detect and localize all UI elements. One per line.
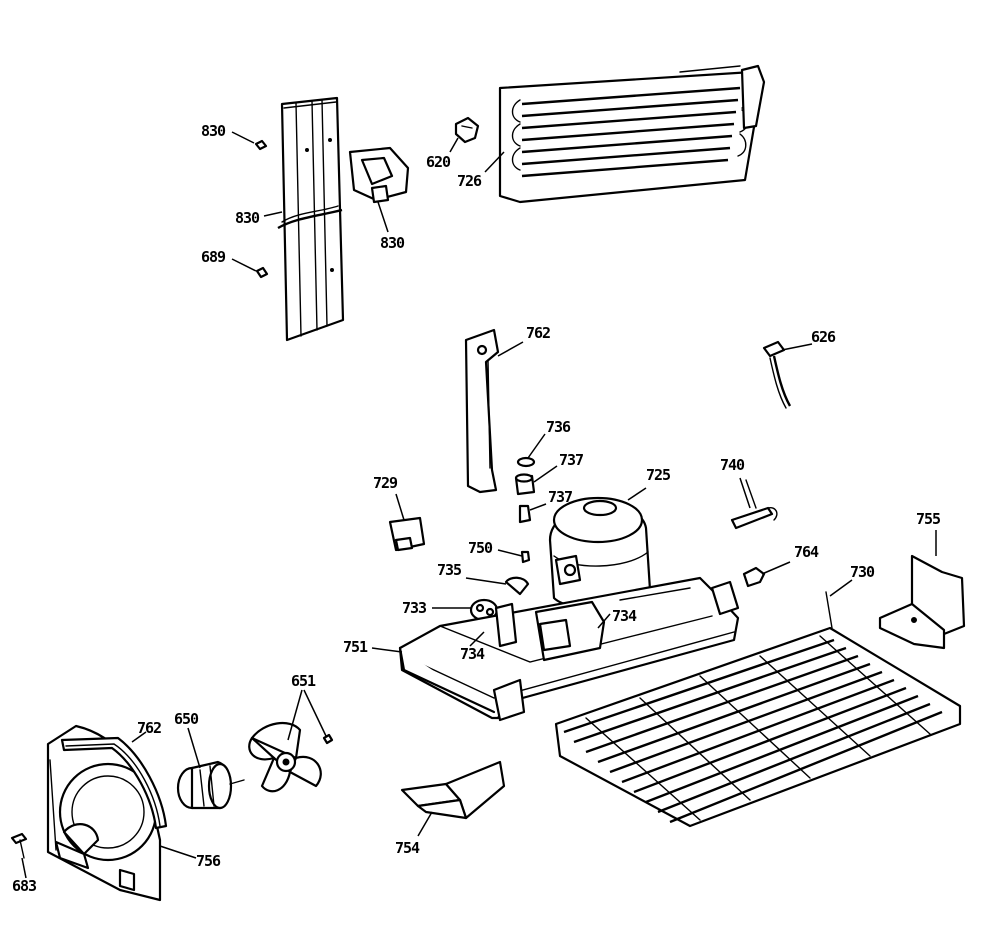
- part-735: [504, 576, 530, 596]
- label-830-a: 830: [201, 122, 226, 140]
- bracket-762-bottom: [60, 736, 168, 830]
- vertical-channel: [277, 96, 345, 342]
- label-651: 651: [291, 672, 316, 690]
- base-pan-751: [398, 576, 740, 722]
- fan-blade-651: [248, 721, 334, 793]
- label-830-b: 830: [235, 209, 260, 227]
- label-725: 725: [646, 466, 671, 484]
- bracket-830: [348, 146, 410, 204]
- label-830-c: 830: [380, 234, 405, 252]
- evaporator-coil-726: [498, 64, 766, 204]
- fan-motor-650: [176, 760, 245, 810]
- bracket-762-top: [464, 328, 500, 494]
- label-735: 735: [437, 561, 462, 579]
- label-755: 755: [916, 510, 941, 528]
- label-737-a: 737: [559, 451, 583, 469]
- compressor-725: [548, 496, 652, 614]
- label-762-bottom: 762: [137, 719, 161, 737]
- label-754: 754: [395, 839, 420, 857]
- grommet-736: [516, 456, 536, 468]
- part-620: [454, 116, 480, 144]
- label-736: 736: [546, 418, 571, 436]
- label-734-b: 734: [460, 645, 485, 663]
- condenser-730: [554, 591, 962, 828]
- screw-689: [255, 266, 269, 279]
- grommet-737: [514, 473, 536, 496]
- label-756: 756: [196, 852, 221, 870]
- leader-lines: [21, 131, 937, 879]
- label-726: 726: [457, 172, 482, 190]
- bracket-755: [878, 554, 966, 650]
- label-740: 740: [720, 456, 745, 474]
- label-734-a: 734: [612, 607, 637, 625]
- cord-626: [762, 340, 792, 409]
- label-730: 730: [850, 563, 875, 581]
- label-683: 683: [12, 877, 37, 895]
- label-626: 626: [811, 328, 836, 346]
- part-740: [730, 479, 778, 530]
- part-733: [469, 598, 499, 622]
- label-729: 729: [373, 474, 398, 492]
- screw-750: [520, 550, 531, 564]
- label-751: 751: [343, 638, 368, 656]
- label-733: 733: [402, 599, 427, 617]
- screw-683: [10, 832, 28, 859]
- relay-729: [388, 516, 426, 552]
- screw-830: [254, 139, 268, 151]
- label-764: 764: [794, 543, 819, 561]
- label-650: 650: [174, 710, 199, 728]
- bracket-754: [400, 760, 506, 820]
- label-750: 750: [468, 539, 493, 557]
- label-689: 689: [201, 248, 226, 266]
- fan-shroud-756: [46, 724, 162, 902]
- label-762-top: 762: [526, 324, 550, 342]
- sleeve-737: [518, 504, 532, 524]
- label-737-b: 737: [548, 488, 572, 506]
- label-620: 620: [426, 153, 451, 171]
- clip-764: [742, 566, 766, 588]
